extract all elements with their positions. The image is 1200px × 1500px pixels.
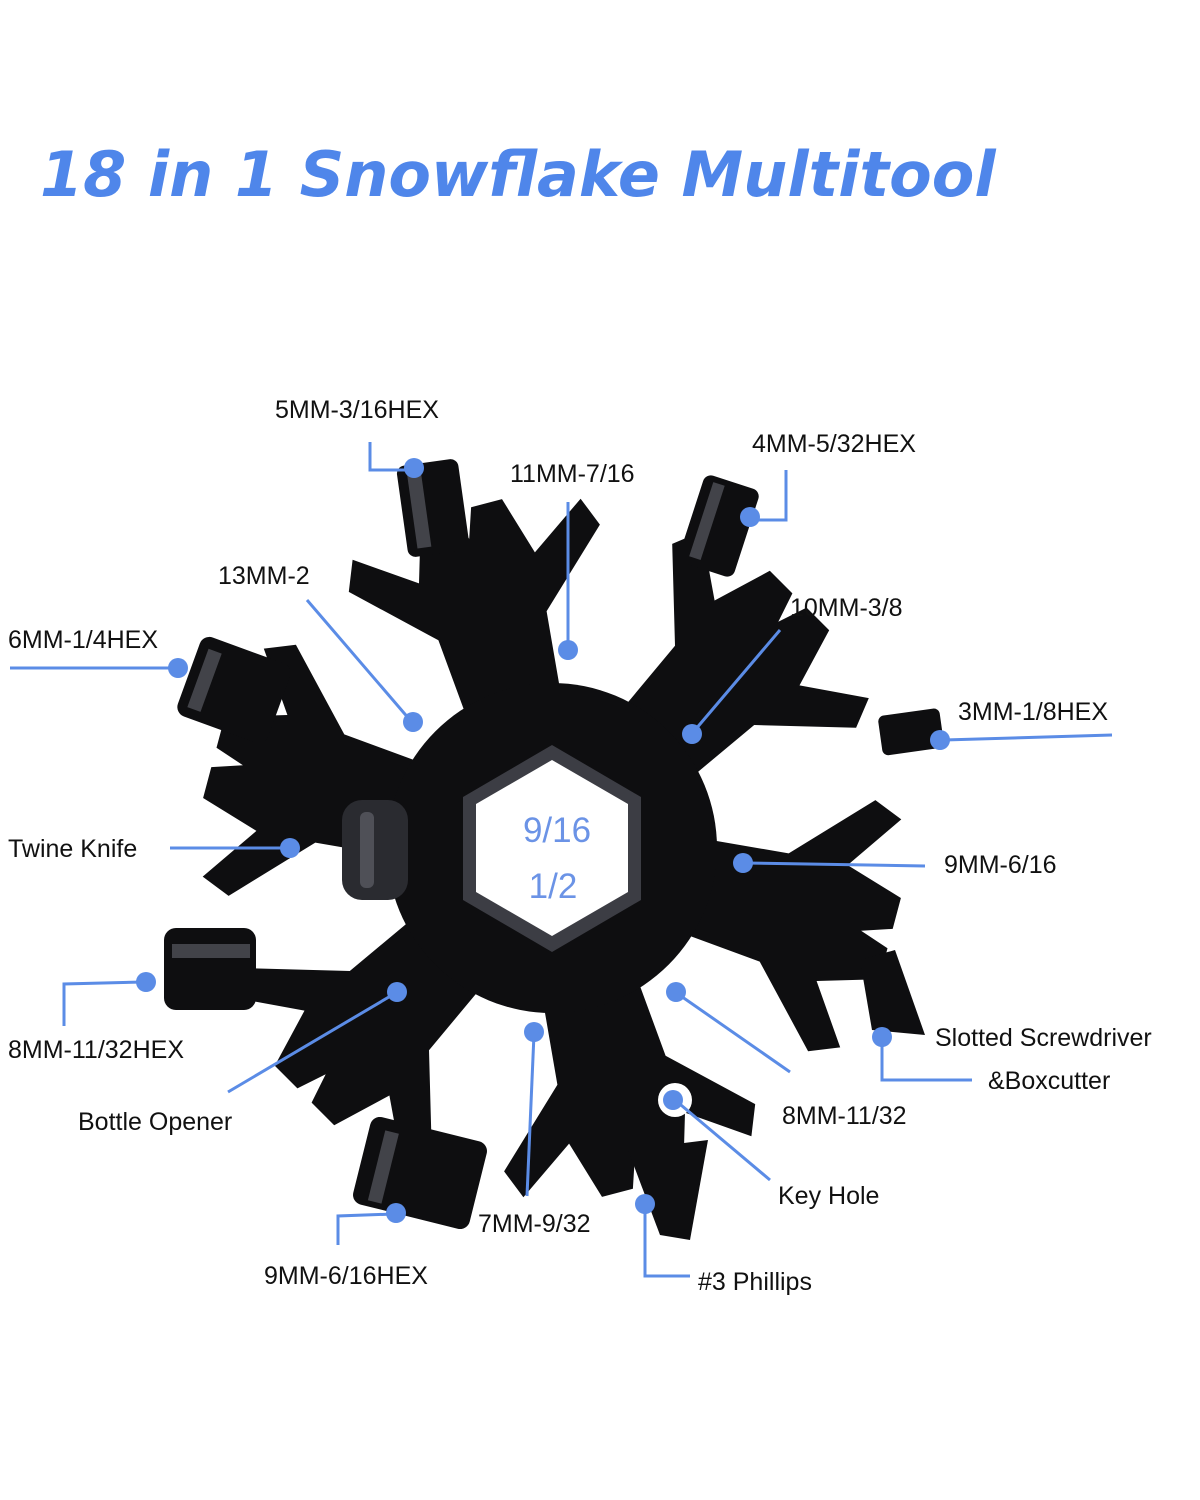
callout-7mm: 7MM-9/32 xyxy=(478,1022,591,1238)
hex-bit-6mm xyxy=(177,636,291,744)
hex-socket-hole xyxy=(476,760,628,936)
svg-text:Key Hole: Key Hole xyxy=(778,1182,879,1210)
snowflake-arm-5 xyxy=(235,900,500,1165)
callout-phillips: #3 Phillips xyxy=(635,1194,812,1296)
screwdriver-blade xyxy=(860,950,925,1035)
svg-text:#3 Phillips: #3 Phillips xyxy=(698,1268,812,1296)
svg-text:11MM-7/16: 11MM-7/16 xyxy=(510,460,635,488)
hex-bit-3mm xyxy=(878,708,944,756)
snowflake-arm-1 xyxy=(348,498,600,744)
callout-10mm: 10MM-3/8 xyxy=(682,594,903,744)
hex-bit-5mm xyxy=(396,459,470,557)
callout-9mm: 9MM-6/16 xyxy=(733,851,1057,879)
svg-text:4MM-5/32HEX: 4MM-5/32HEX xyxy=(752,430,916,458)
callout-13mm: 13MM-2 xyxy=(218,562,423,732)
callout-6mm-hex: 6MM-1/4HEX xyxy=(8,626,188,678)
svg-text:9MM-6/16HEX: 9MM-6/16HEX xyxy=(264,1262,428,1290)
svg-text:7MM-9/32: 7MM-9/32 xyxy=(478,1210,591,1238)
snowflake-tool xyxy=(164,459,944,1240)
callout-4mm-hex: 4MM-5/32HEX xyxy=(740,430,916,527)
page-title: 18 in 1 Snowflake Multitool xyxy=(40,138,996,211)
svg-text:6MM-1/4HEX: 6MM-1/4HEX xyxy=(8,626,158,654)
callout-5mm-hex: 5MM-3/16HEX xyxy=(275,396,439,478)
snowflake-arm-3 xyxy=(656,800,902,1052)
callout-twine-knife: Twine Knife xyxy=(8,835,300,863)
phillips-tip xyxy=(628,1140,708,1240)
svg-text:Twine Knife: Twine Knife xyxy=(8,835,137,863)
svg-text:10MM-3/8: 10MM-3/8 xyxy=(790,594,903,622)
hex-bit-8mm xyxy=(164,928,256,1010)
socket-size-label-2: 1/2 xyxy=(529,867,578,906)
callout-screwdriver: Slotted Screwdriver &Boxcutter xyxy=(872,1024,1152,1095)
callout-8mm-hex: 8MM-11/32HEX xyxy=(8,972,184,1064)
hex-bit-9mm xyxy=(353,1116,487,1230)
svg-text:8MM-11/32HEX: 8MM-11/32HEX xyxy=(8,1036,184,1064)
svg-text:Slotted Screwdriver: Slotted Screwdriver xyxy=(935,1024,1152,1052)
callout-bottle-opener: Bottle Opener xyxy=(78,982,407,1136)
hex-bit-4mm xyxy=(679,475,759,577)
callout-9mm-hex: 9MM-6/16HEX xyxy=(264,1203,428,1290)
svg-text:Bottle Opener: Bottle Opener xyxy=(78,1108,232,1136)
svg-text:13MM-2: 13MM-2 xyxy=(218,562,310,590)
callout-11mm: 11MM-7/16 xyxy=(510,460,635,660)
callout-key-hole: Key Hole xyxy=(663,1090,879,1210)
callout-3mm-hex: 3MM-1/8HEX xyxy=(930,698,1113,750)
snowflake-arm-4 xyxy=(504,952,756,1198)
svg-text:&Boxcutter: &Boxcutter xyxy=(988,1067,1110,1095)
svg-text:9MM-6/16: 9MM-6/16 xyxy=(944,851,1057,879)
twine-knife-edge xyxy=(342,800,408,900)
svg-text:8MM-11/32: 8MM-11/32 xyxy=(782,1102,907,1130)
svg-text:5MM-3/16HEX: 5MM-3/16HEX xyxy=(275,396,439,424)
callout-8mm: 8MM-11/32 xyxy=(666,982,907,1130)
svg-text:3MM-1/8HEX: 3MM-1/8HEX xyxy=(958,698,1108,726)
snowflake-arm-2 xyxy=(604,531,869,796)
socket-size-label-1: 9/16 xyxy=(523,811,591,850)
